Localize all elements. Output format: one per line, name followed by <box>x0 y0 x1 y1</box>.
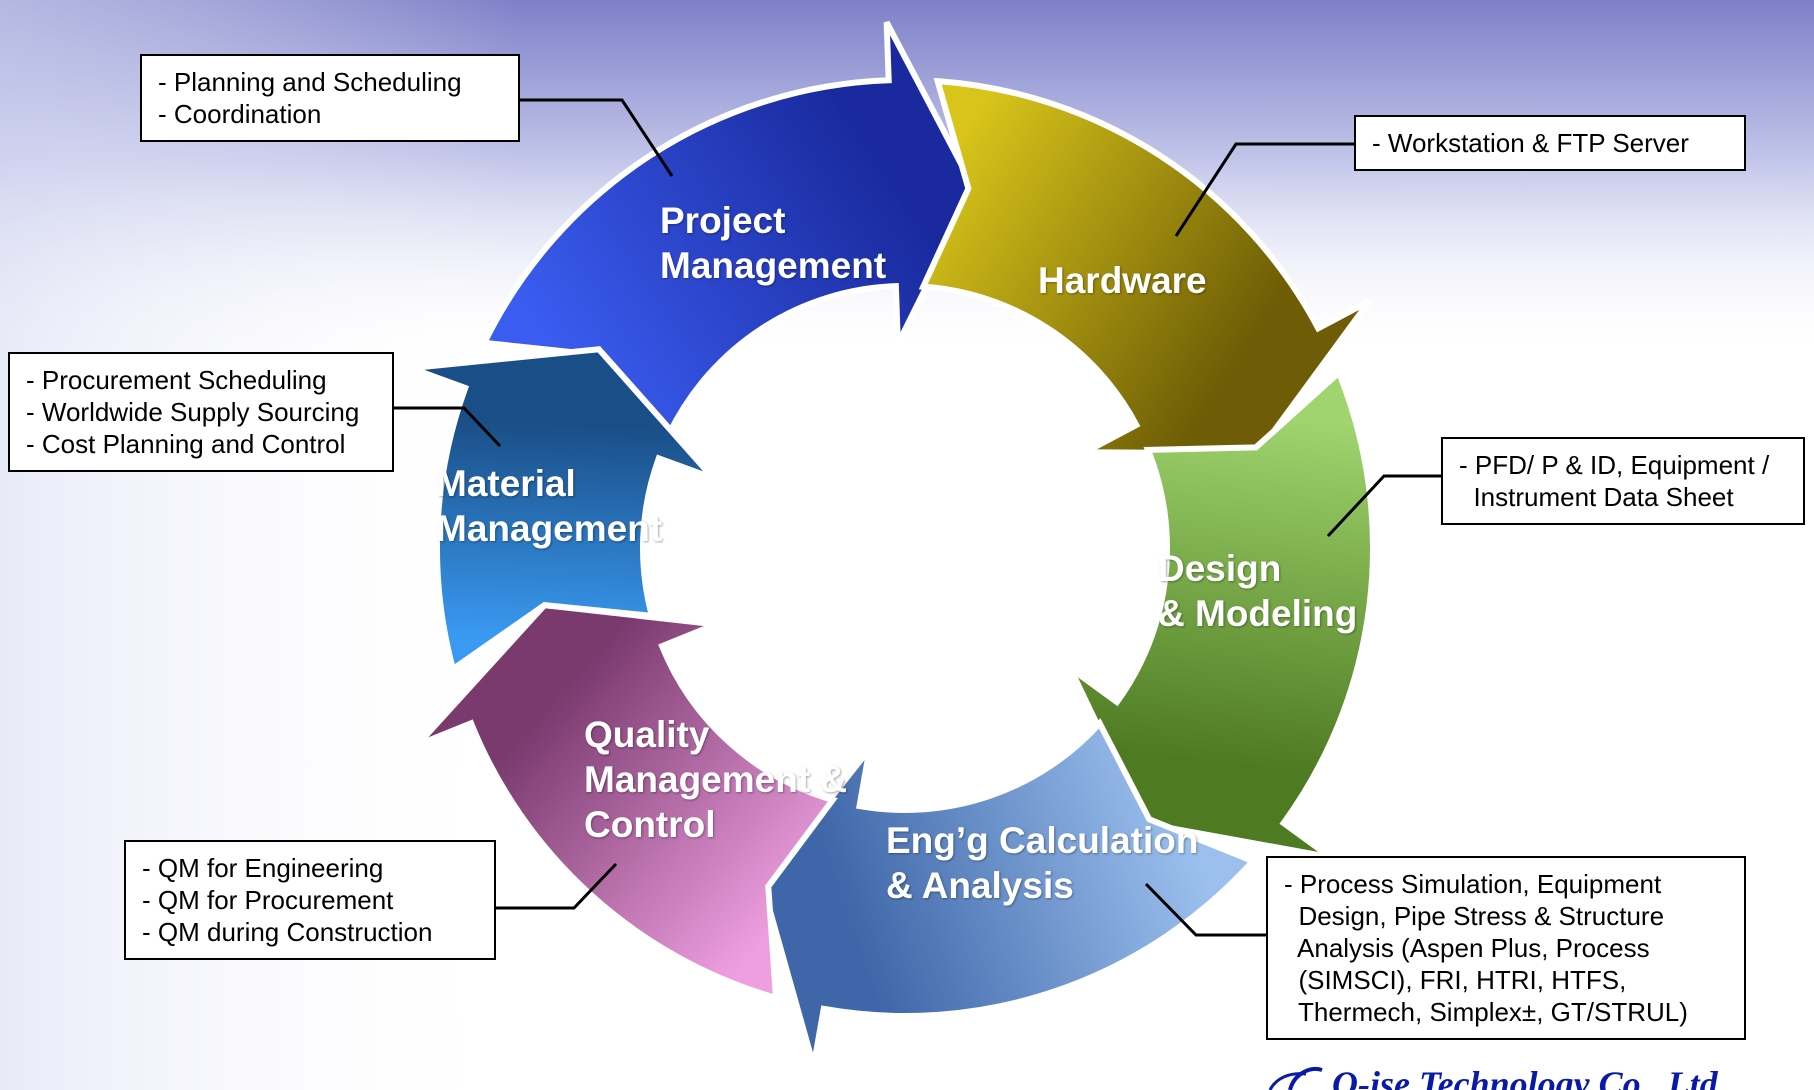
callout-line: - QM during Construction <box>142 917 433 947</box>
callout-line: Instrument Data Sheet <box>1459 482 1734 512</box>
callout-hardware: - Workstation & FTP Server <box>1354 115 1746 171</box>
connector-project <box>520 98 674 177</box>
callout-line: - Workstation & FTP Server <box>1372 128 1689 158</box>
callout-line: - PFD/ P & ID, Equipment / <box>1459 450 1770 480</box>
callout-line: (SIMSCI), FRI, HTRI, HTFS, <box>1284 965 1627 995</box>
arrow-material <box>409 346 716 675</box>
callout-engg: - Process Simulation, Equipment Design, … <box>1266 856 1746 1040</box>
arrow-design <box>1067 367 1376 861</box>
callout-line: - QM for Procurement <box>142 885 394 915</box>
callout-line: Analysis (Aspen Plus, Process <box>1284 933 1650 963</box>
arrow-engg <box>759 718 1258 1067</box>
stage-label-engg: Eng’g Calculation & Analysis <box>886 820 1199 906</box>
connector-engg <box>1144 882 1266 937</box>
callout-design: - PFD/ P & ID, Equipment / Instrument Da… <box>1441 437 1805 525</box>
callout-quality: - QM for Engineering - QM for Procuremen… <box>124 840 496 960</box>
callout-line: - QM for Engineering <box>142 853 384 883</box>
stage-label-hardware: Hardware <box>1038 260 1207 301</box>
arrow-project <box>479 20 979 439</box>
arrow-quality <box>415 601 838 1002</box>
callout-line: - Coordination <box>158 99 322 129</box>
callout-line: - Procurement Scheduling <box>26 365 327 395</box>
callout-line: Thermech, Simplex±, GT/STRUL) <box>1284 997 1688 1027</box>
company-logo: Q-ise Technology Co., Ltd. <box>1210 1064 1770 1090</box>
callout-line: - Worldwide Supply Sourcing <box>26 397 360 427</box>
callout-line: - Cost Planning and Control <box>26 429 346 459</box>
logo-swoosh-icon <box>1268 1067 1323 1090</box>
connector-material <box>394 406 502 448</box>
connector-design <box>1326 474 1441 538</box>
callout-line: Design, Pipe Stress & Structure <box>1284 901 1665 931</box>
connector-hardware <box>1174 142 1354 237</box>
logo-text: Q-ise Technology Co., Ltd. <box>1332 1064 1727 1090</box>
connector-quality <box>496 862 618 910</box>
stage-label-design: Design & Modeling <box>1158 548 1358 634</box>
callout-line: - Planning and Scheduling <box>158 67 462 97</box>
callout-material: - Procurement Scheduling - Worldwide Sup… <box>8 352 394 472</box>
stage-label-project: Project Management <box>660 200 887 286</box>
stage-label-material: Material Management <box>436 463 663 549</box>
callout-line: - Process Simulation, Equipment <box>1284 869 1662 899</box>
arrow-hardware <box>918 77 1372 457</box>
callout-project: - Planning and Scheduling - Coordination <box>140 54 520 142</box>
stage-label-quality: Quality Management & Control <box>584 714 848 845</box>
